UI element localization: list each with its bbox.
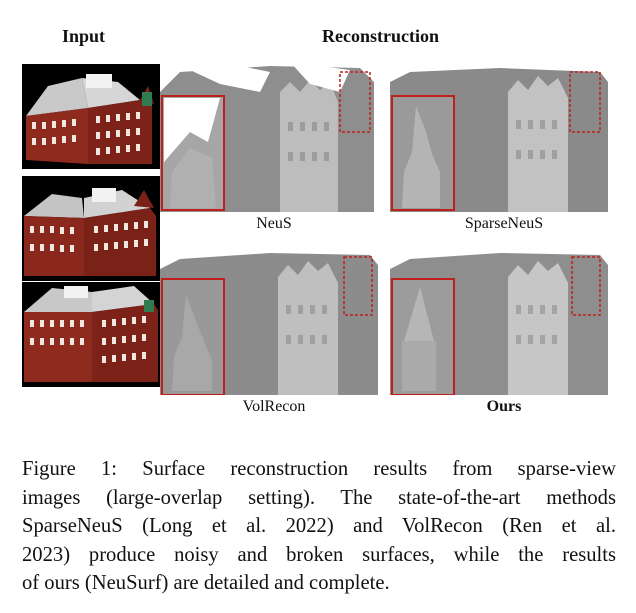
method-label-neus: NeuS — [256, 215, 292, 232]
method-label-sparseneus: SparseNeuS — [464, 215, 544, 232]
method-label-ours: Ours — [486, 398, 522, 415]
caption-line: of ours (NeuSurf) are detailed and compl… — [22, 572, 390, 594]
input-view-1 — [22, 64, 160, 169]
input-view-2 — [22, 176, 160, 281]
caption-line: SparseNeuS (Long et al. 2022) and VolRec… — [22, 515, 616, 537]
caption-line: Figure 1: Surface reconstruction results… — [22, 458, 616, 480]
sparseneus-reconstruction — [390, 62, 618, 212]
input-view-3 — [22, 282, 160, 387]
reconstruction-heading: Reconstruction — [322, 26, 439, 46]
volrecon-reconstruction — [160, 245, 388, 395]
figure-caption: Figure 1: Surface reconstruction results… — [22, 455, 616, 598]
method-label-volrecon: VolRecon — [242, 398, 306, 415]
caption-line: images (large-overlap setting). The stat… — [22, 486, 616, 509]
caption-line: 2023) produce noisy and broken surfaces,… — [22, 543, 616, 566]
input-heading: Input — [62, 26, 106, 46]
neus-reconstruction — [160, 62, 388, 212]
ours-reconstruction — [390, 245, 618, 395]
